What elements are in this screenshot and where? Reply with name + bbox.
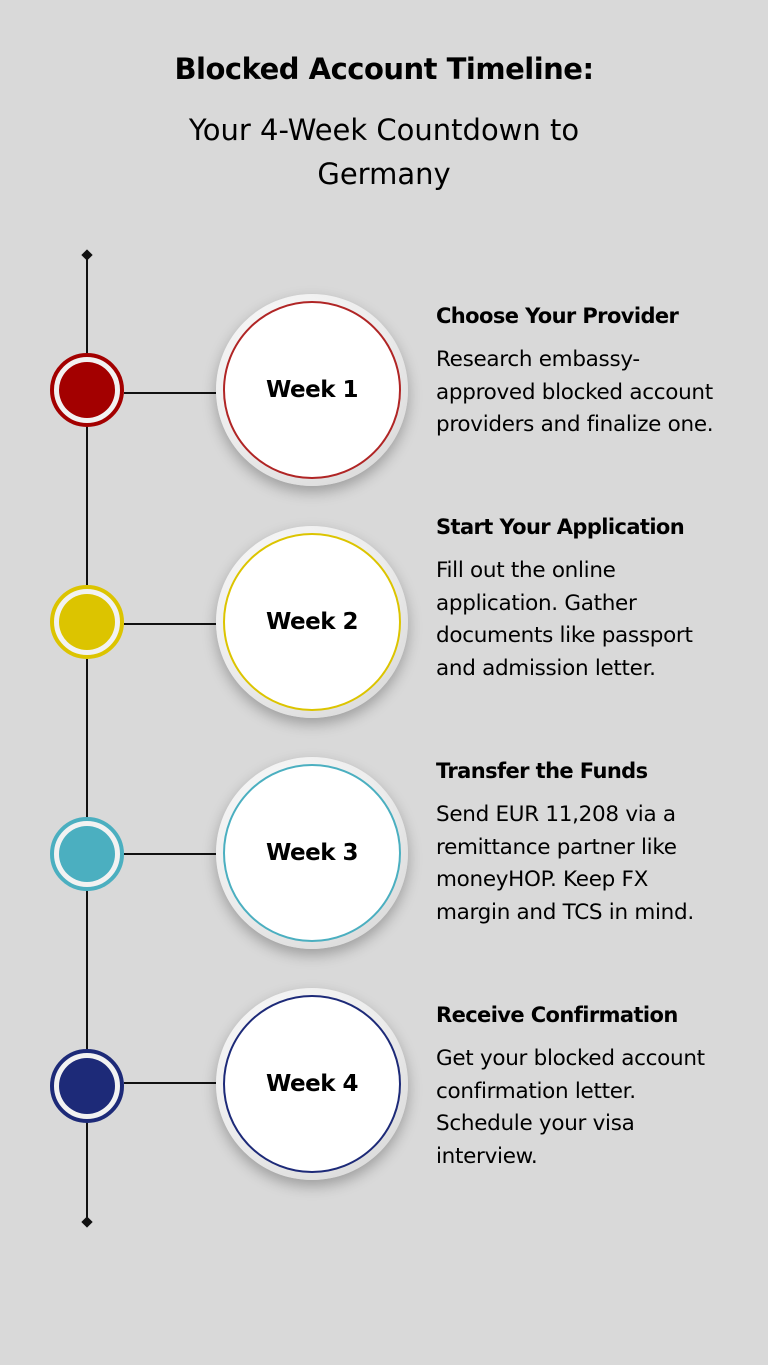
week-circle-inner: Week 3 [223,764,401,942]
week-circle-3: Week 3 [216,757,408,949]
step-description: Get your blocked account confirmation le… [436,1046,705,1170]
timeline-node-week-2 [50,585,124,659]
timeline-node-week-3 [50,817,124,891]
connector-week-4 [124,1082,216,1084]
step-heading: Receive Confirmation [436,1003,678,1027]
week-circle-2: Week 2 [216,526,408,718]
step-description: Send EUR 11,208 via a remittance partner… [436,802,694,926]
page-subtitle: Your 4-Week Countdown to Germany [188,113,580,191]
week-label: Week 3 [265,840,359,866]
connector-week-3 [124,853,216,855]
week-circle-4: Week 4 [216,988,408,1180]
week-circle-1: Week 1 [216,294,408,486]
connector-week-1 [124,392,216,394]
week-circle-inner: Week 1 [223,301,401,479]
timeline-line [86,254,88,1222]
step-description: Research embassy-approved blocked accoun… [436,347,714,438]
step-heading: Start Your Application [436,515,685,539]
node-dot [59,362,115,418]
week-label: Week 1 [265,377,359,403]
timeline-end-diamond [81,1216,93,1228]
timeline-node-week-1 [50,353,124,427]
node-dot [59,1058,115,1114]
week-circle-inner: Week 4 [223,995,401,1173]
week-circle-inner: Week 2 [223,533,401,711]
page-title: Blocked Account Timeline: [174,52,594,86]
timeline-start-diamond [81,249,93,261]
node-dot [59,594,115,650]
step-description: Fill out the online application. Gather … [436,558,693,682]
node-dot [59,826,115,882]
timeline-node-week-4 [50,1049,124,1123]
week-label: Week 4 [265,1071,359,1097]
step-heading: Choose Your Provider [436,304,679,328]
connector-week-2 [124,623,216,625]
week-label: Week 2 [265,609,359,635]
step-heading: Transfer the Funds [436,759,648,783]
